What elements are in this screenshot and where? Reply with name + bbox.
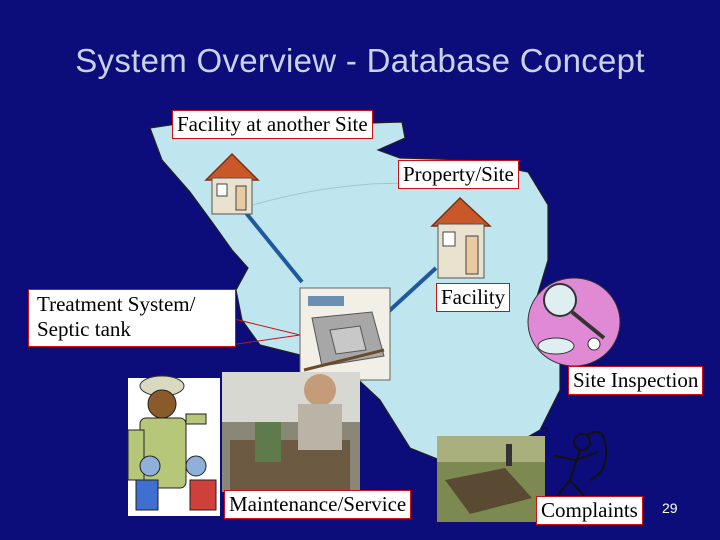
maintenance-photo bbox=[222, 372, 360, 492]
label-facility-other-site: Facility at another Site bbox=[172, 110, 373, 139]
complaint-field-photo bbox=[437, 436, 545, 522]
label-complaints: Complaints bbox=[536, 496, 643, 525]
connector-other-site bbox=[240, 206, 304, 284]
label-property-site: Property/Site bbox=[398, 160, 519, 189]
magnifier-clipart bbox=[527, 277, 621, 367]
page-number: 29 bbox=[662, 500, 678, 516]
label-site-inspection: Site Inspection bbox=[568, 366, 704, 395]
house-icon bbox=[204, 152, 260, 215]
svg-text:?: ? bbox=[542, 425, 549, 439]
house-icon bbox=[430, 196, 492, 279]
label-facility: Facility bbox=[436, 283, 511, 312]
inspector-clipart bbox=[127, 375, 220, 516]
connector-property bbox=[386, 266, 438, 314]
complaint-figure-clipart: ? bbox=[542, 425, 608, 499]
label-maintenance-service: Maintenance/Service bbox=[224, 490, 412, 519]
label-treatment-system: Treatment System/ Septic tank bbox=[28, 289, 236, 347]
slide-title: System Overview - Database Concept bbox=[75, 42, 645, 79]
septic-tank-image bbox=[299, 287, 391, 381]
